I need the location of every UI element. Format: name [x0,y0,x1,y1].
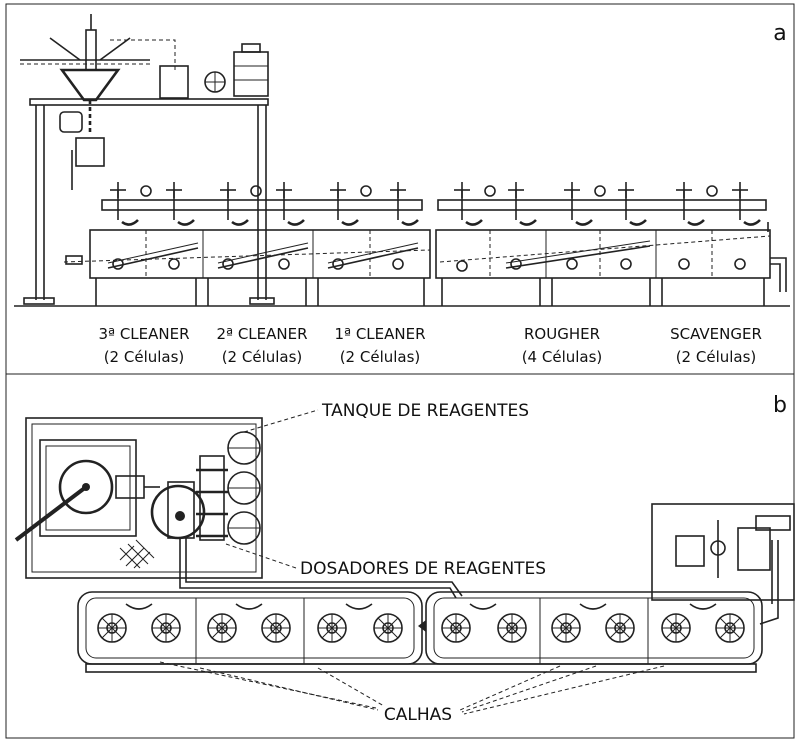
stage-label-scavenger: SCAVENGER [670,325,762,343]
feed-platform [23,98,275,305]
pump-enclosure [651,503,795,625]
reagent-tank-a [159,43,269,99]
panel-a-letter: a [773,21,786,46]
stage-label-3rd-cleaner: 3ª CLEANER [98,325,189,343]
label-troughs: CALHAS [384,705,452,725]
stage-label-rougher: ROUGHER [524,325,600,343]
reagent-station-enclosure [14,417,263,579]
panel-a: a [5,3,795,375]
cell-motors-left [110,182,419,226]
feed-pipe [179,538,457,599]
flotation-bank-left [63,199,431,306]
label-reagent-dosers: DOSADORES DE REAGENTES [300,559,546,579]
callout-lines [159,409,665,715]
flotation-bank-plan [77,591,763,673]
label-reagent-tank: TANQUE DE REAGENTES [321,401,529,421]
stage-cells-2nd-cleaner: (2 Células) [222,348,303,366]
impellers [97,603,745,643]
stage-labels: 3ª CLEANER (2 Células) 2ª CLEANER (2 Cél… [98,325,761,366]
feed-hopper [20,14,176,135]
stage-cells-scavenger: (2 Células) [676,348,757,366]
stage-label-2nd-cleaner: 2ª CLEANER [216,325,307,343]
cell-motors-right [454,182,761,226]
stage-cells-rougher: (4 Células) [522,348,603,366]
panel-b: b [5,373,795,739]
reagent-tanks [227,431,261,545]
flotation-bank-right [435,199,787,306]
stage-cells-1st-cleaner: (2 Células) [340,348,421,366]
panel-b-letter: b [773,393,787,418]
stage-cells-3rd-cleaner: (2 Células) [104,348,185,366]
motor-unit [59,111,105,190]
stage-label-1st-cleaner: 1ª CLEANER [334,325,425,343]
reagent-dosers [196,455,228,541]
